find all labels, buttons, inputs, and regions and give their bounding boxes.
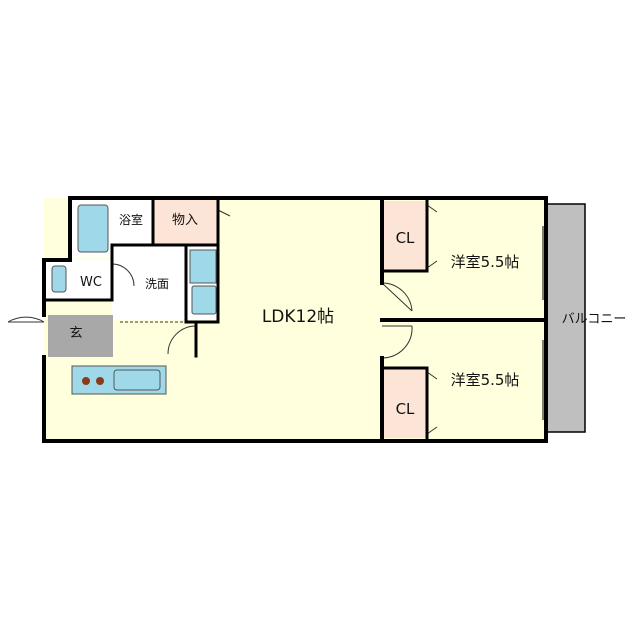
western-room-bottom-label: 洋室5.5帖 [451,371,520,389]
storage-door-swing [217,209,231,217]
bath-wall [110,196,220,247]
outer-wall [42,196,548,443]
washroom-wall [184,243,220,358]
bathtub [77,204,109,253]
entrance-floor [48,315,113,357]
toilet-fixture [51,265,67,293]
closet-top-floor [384,201,427,271]
entrance-label: 玄 [69,326,82,341]
kitchen-door-swing [167,325,197,355]
washing-machine-space [189,249,217,284]
entrance-door-swing [7,316,45,323]
kitchen-sink [113,369,161,391]
ldk-door-swing-top [381,282,413,312]
wc-wall [42,243,114,302]
bedroom-wall [380,196,548,443]
wc-door-swing [111,263,135,287]
balcony-rail [545,203,586,433]
closet-top-label: CL [396,229,415,247]
ldk-door-swing-bottom [381,325,413,359]
closet-bottom-door-swing [426,371,438,435]
washroom-label: 洗面 [145,277,169,291]
stove-burner-right [96,377,104,385]
balcony-label: バルコニー [562,312,627,327]
ldk-label: LDK12帖 [262,307,334,327]
closet-wall [380,199,429,440]
stove-burner-left [82,377,90,385]
bath-label: 浴室 [119,212,143,227]
wc-label: WC [80,275,102,290]
closet-bottom-label: CL [396,400,415,418]
wash-basin [191,285,217,315]
storage-floor [153,198,218,245]
storage-label: 物入 [172,213,198,228]
closet-bottom-floor [384,368,427,438]
western-room-top-label: 洋室5.5帖 [451,253,520,271]
balcony-floor [547,204,585,432]
closet-top-door-swing [426,204,438,269]
